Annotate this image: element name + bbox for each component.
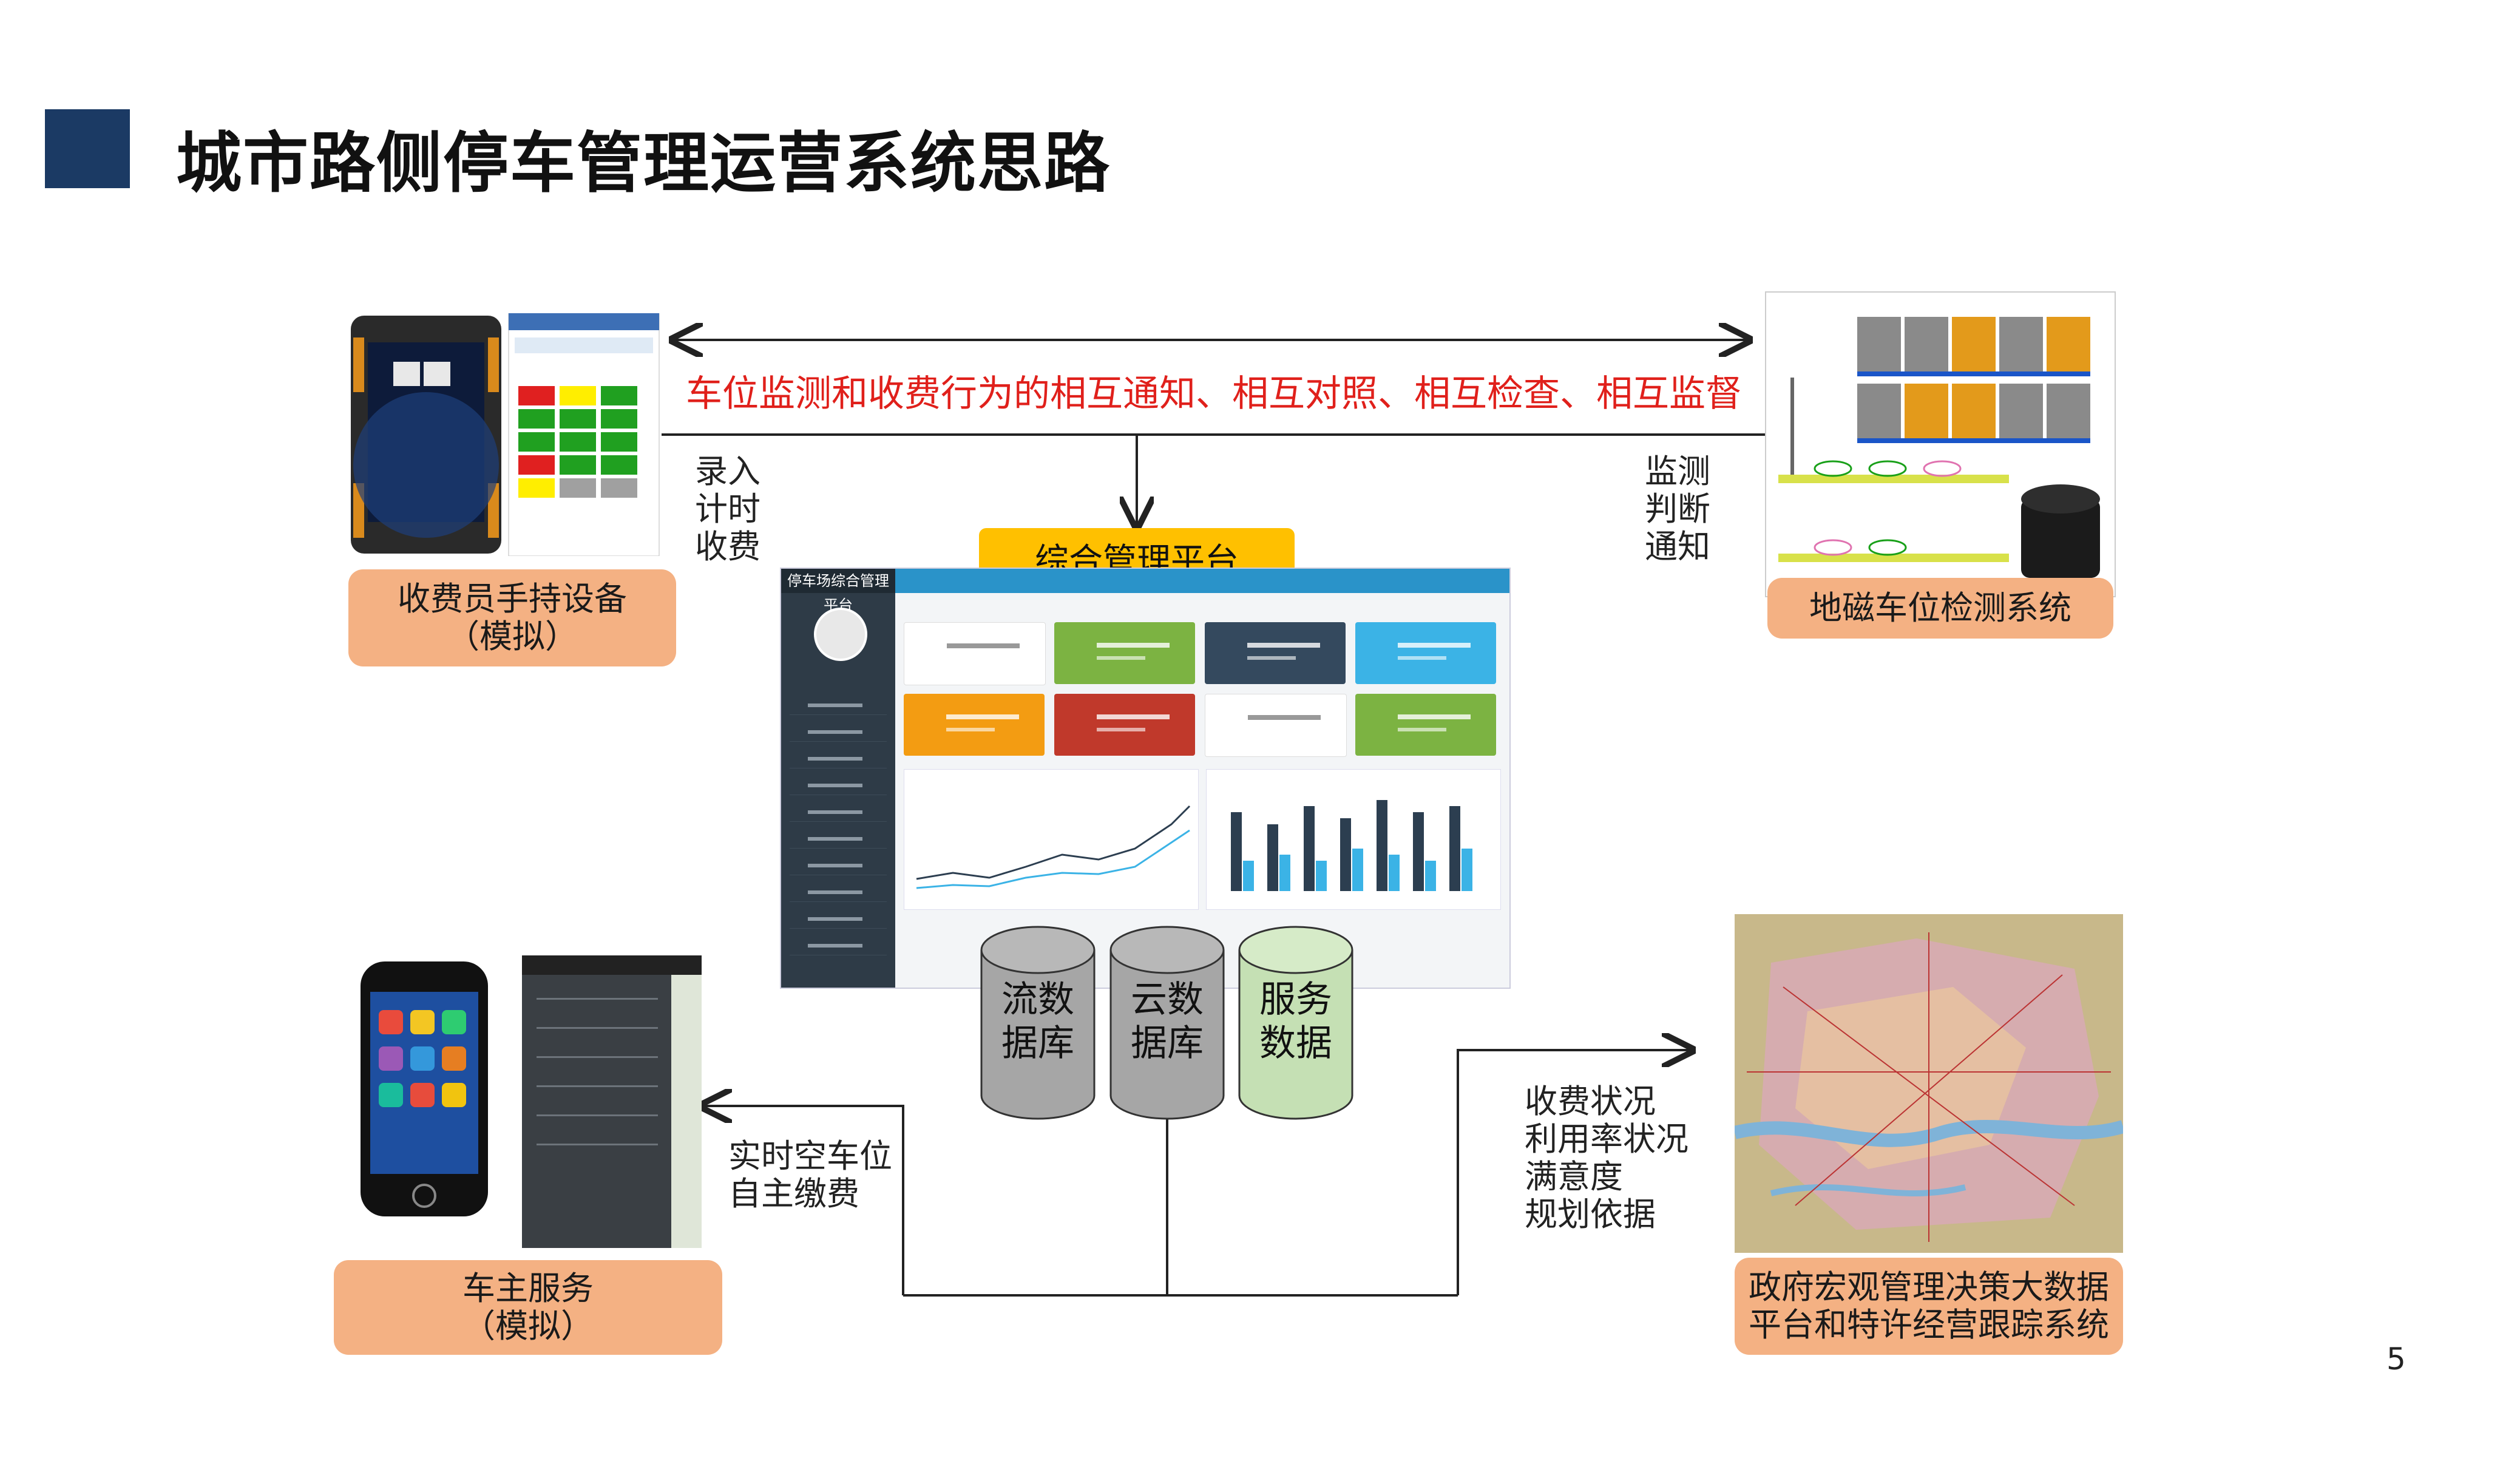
dashboard-tile [1205,694,1347,757]
dashboard-tile [1054,622,1195,684]
owner-service-image [354,955,702,1248]
service-database: 服务 数据 [1238,926,1353,1120]
owner-service-node: 车主服务 （模拟） [334,1260,722,1355]
smartphone-app-icon [361,955,702,1248]
database-cylinder-icon [1238,926,1353,1120]
dashboard-tile [1054,694,1195,756]
title-accent-block [45,109,130,188]
government-line2: 平台和特许经营跟踪系统 [1749,1306,2109,1344]
sidebar-menu-row [790,803,887,822]
dashboard-screenshot: 停车场综合管理平台 [780,568,1511,989]
gov-label-2: 利用率状况 [1525,1120,1688,1158]
geomagnetic-system-node: 地磁车位检测系统 [1767,578,2113,639]
handheld-device-icon [351,313,660,556]
owner-line1: 车主服务 [462,1269,594,1307]
city-map-icon [1735,914,2123,1253]
right-label-3: 通知 [1645,527,1710,566]
service-db-line2: 数据 [1259,1022,1332,1065]
dashboard-tile [904,694,1045,756]
right-label-1: 监测 [1645,452,1710,490]
sidebar-menu-row [790,937,887,955]
page-number: 5 [2386,1341,2406,1377]
top-banner-text: 车位监测和收费行为的相互通知、相互对照、相互检查、相互监督 [686,373,1742,415]
gov-label-1: 收费状况 [1525,1082,1656,1121]
government-system-node: 政府宏观管理决策大数据 平台和特许经营跟踪系统 [1735,1258,2123,1355]
service-db-line1: 服务 [1259,978,1332,1021]
city-map-image [1735,914,2123,1253]
handheld-device-node: 收费员手持设备 （模拟） [348,569,676,666]
dashboard-tile [1355,694,1496,756]
database-cylinder-icon [1109,926,1225,1120]
stream-db-line1: 流数 [1001,978,1074,1021]
gov-label-3: 满意度 [1525,1158,1623,1196]
owner-arrow [703,1106,904,1295]
cloud-database: 云数 据库 [1109,926,1225,1120]
owner-label-2: 自主缴费 [728,1175,859,1213]
sidebar-menu-row [790,910,887,929]
sidebar-menu-row [790,776,887,795]
owner-line2: （模拟） [462,1307,594,1345]
right-label-2: 判断 [1645,490,1710,528]
dashboard-tile [1205,622,1346,684]
cloud-db-line2: 据库 [1131,1022,1204,1065]
sidebar-menu-row [790,856,887,875]
handheld-line2: （模拟） [447,617,578,656]
dashboard-tile [1355,622,1496,684]
sidebar-menu-row [790,723,887,742]
left-label-3: 收费 [695,527,760,566]
sidebar-menu-row [790,830,887,849]
parking-sensor-illustration-icon [1778,317,2100,578]
geomagnetic-line1: 地磁车位检测系统 [1809,589,2071,627]
handheld-device-image [351,313,660,556]
owner-label-1: 实时空车位 [728,1137,892,1175]
admin-avatar [814,608,867,661]
handheld-line1: 收费员手持设备 [398,580,627,618]
dashboard-sidebar: 停车场综合管理平台 [781,569,895,988]
sidebar-menu-row [790,750,887,768]
sidebar-menu-row [790,883,887,902]
dashboard-topbar [895,569,1509,593]
cloud-db-line1: 云数 [1131,978,1204,1021]
geomagnetic-system-image [1765,291,2116,597]
stream-database: 流数 据库 [980,926,1096,1120]
dashboard-tile [904,622,1046,685]
page-title: 城市路侧停车管理运营系统思路 [176,126,1111,202]
dashboard-bar-chart [1206,769,1501,910]
dashboard-line-chart [904,769,1199,910]
stream-db-line2: 据库 [1001,1022,1074,1065]
dashboard-brand: 停车场综合管理平台 [781,569,895,614]
left-label-1: 录入 [695,452,760,490]
gov-label-4: 规划依据 [1525,1195,1656,1233]
left-label-2: 计时 [695,490,760,528]
government-line1: 政府宏观管理决策大数据 [1749,1268,2109,1306]
bar-chart-icon [1231,800,1472,891]
sidebar-menu-row [790,696,887,715]
line-chart-icon [916,805,1191,889]
gov-arrow [1457,1050,1691,1295]
database-cylinder-icon [980,926,1096,1120]
